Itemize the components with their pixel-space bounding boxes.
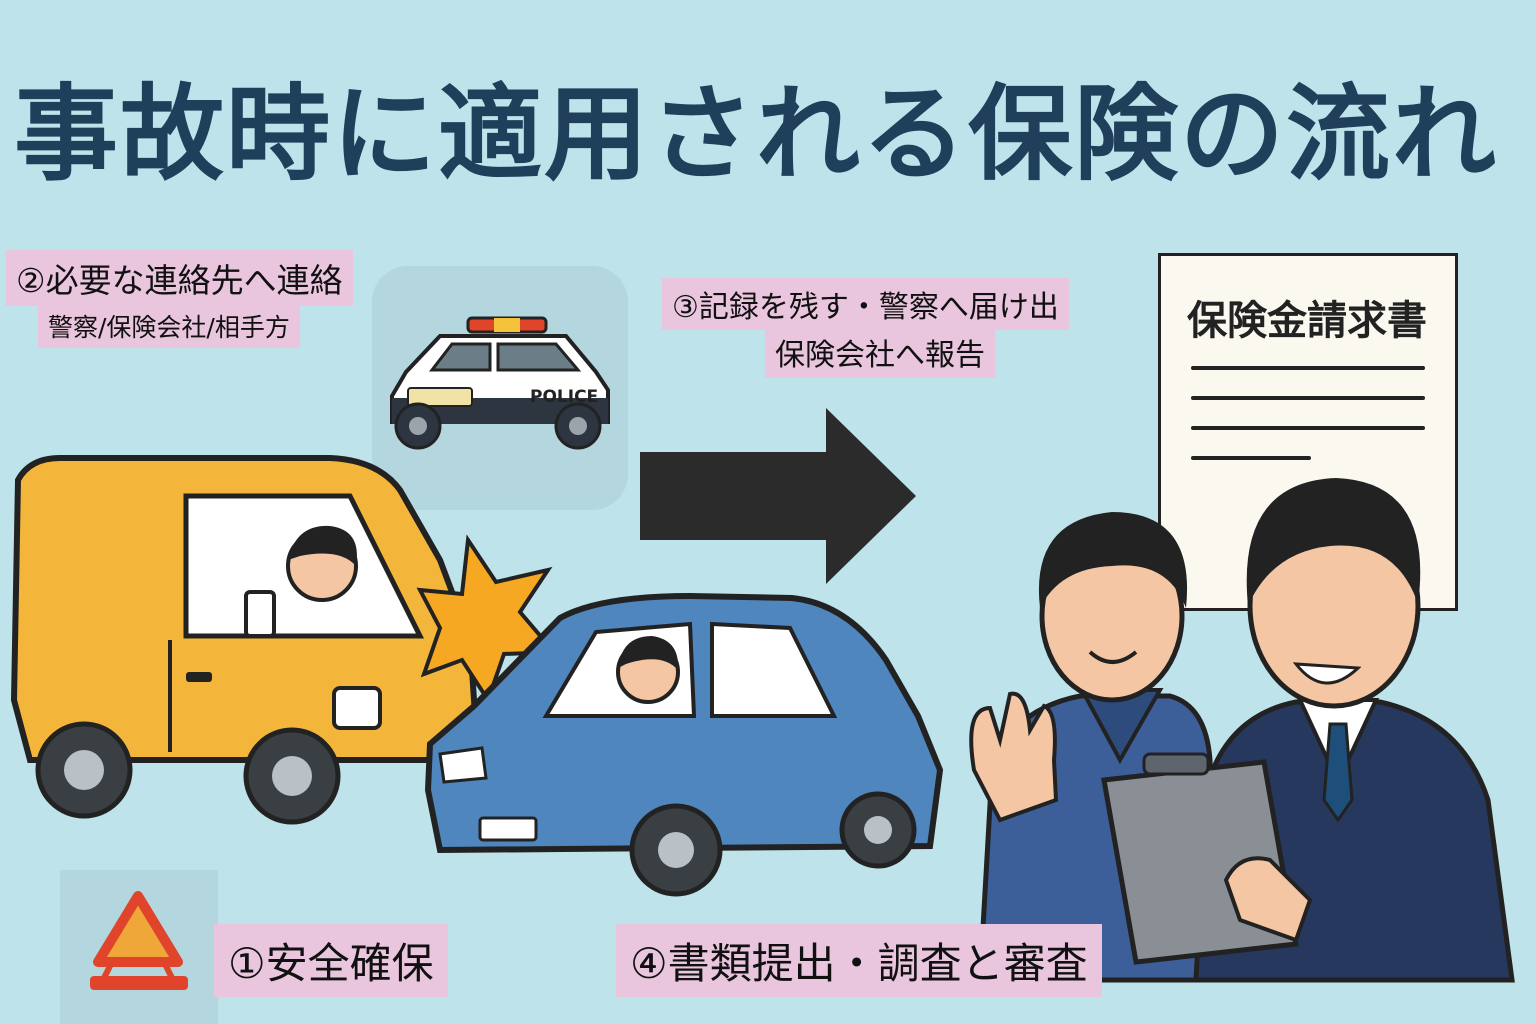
arrow-right-icon xyxy=(640,408,916,584)
step3-line1: ③記録を残す・警察へ届け出 xyxy=(662,278,1069,330)
claim-document-title: 保険金請求書 xyxy=(1187,298,1427,344)
police-car-icon: POLICE xyxy=(390,316,610,450)
police-marking: POLICE xyxy=(530,387,598,407)
document-line xyxy=(1191,426,1425,430)
blue-car xyxy=(424,592,944,897)
step4-label: ④書類提出・調査と審査 xyxy=(616,924,1102,997)
document-line xyxy=(1191,396,1425,400)
document-line xyxy=(1191,366,1425,370)
step2-heading: ②必要な連絡先へ連絡 xyxy=(6,250,353,306)
page-title: 事故時に適用される保険の流れ xyxy=(14,73,1499,195)
step2-detail: 警察/保険会社/相手方 xyxy=(38,304,300,348)
step1-label: ①安全確保 xyxy=(214,924,448,997)
document-line xyxy=(1191,456,1311,460)
yellow-van xyxy=(10,455,482,825)
warning-triangle-icon xyxy=(90,891,188,990)
insurance-agent xyxy=(1101,478,1515,983)
step3-line2: 保険会社へ報告 xyxy=(765,326,995,378)
